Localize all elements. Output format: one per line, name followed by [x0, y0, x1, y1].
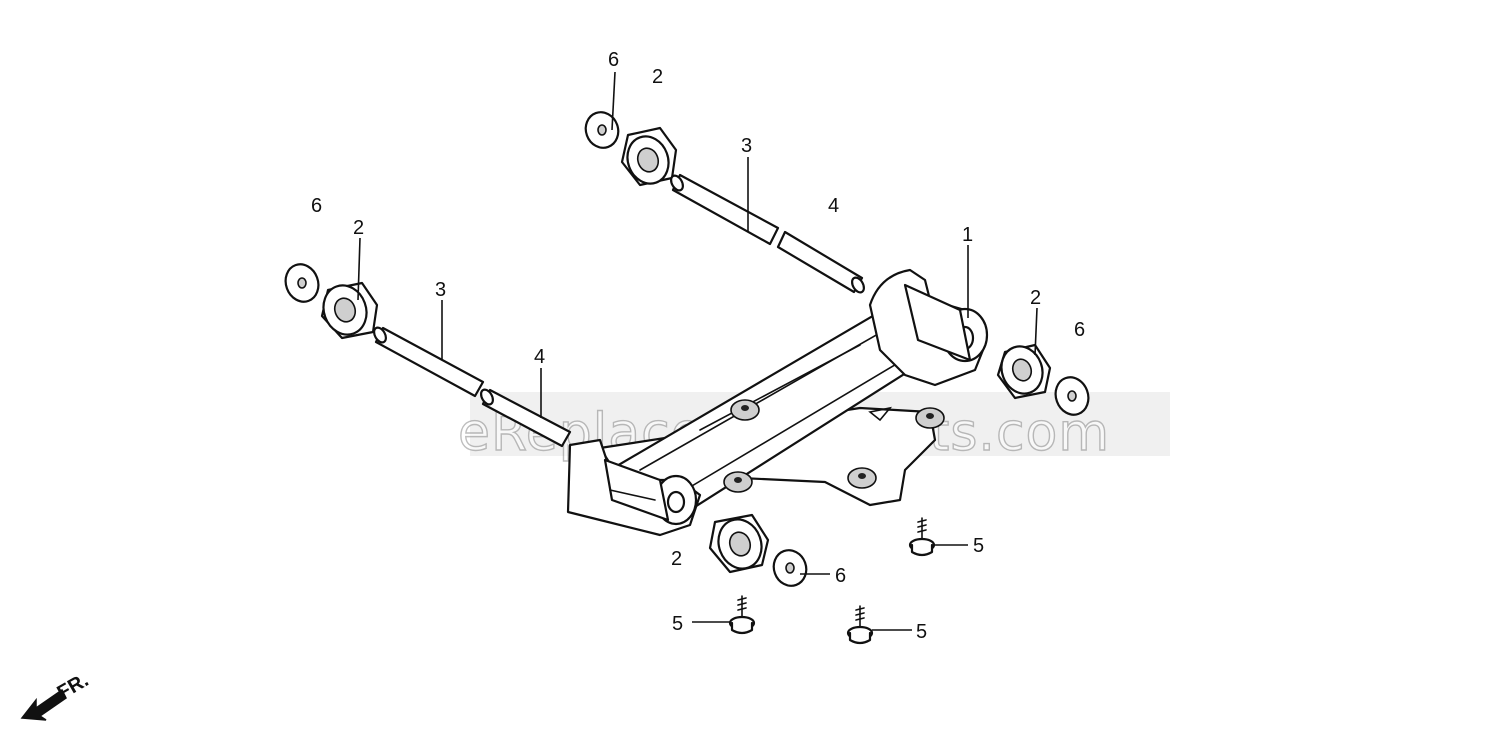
- callout-3-top: 3: [741, 135, 752, 157]
- callout-3-left: 3: [435, 279, 446, 301]
- leader-lines: [357, 71, 1038, 631]
- callout-2-top: 2: [652, 66, 663, 88]
- left-pin-4: [480, 388, 572, 448]
- callout-5-mid: 5: [916, 621, 927, 643]
- callouts: 6 2 3 4 6 2 3 4 1 2 6 2 6 5 5 5: [311, 49, 1085, 643]
- callout-4-left: 4: [534, 346, 545, 368]
- callout-5-right: 5: [973, 535, 984, 557]
- right-bushing: [996, 343, 1052, 400]
- callout-2-left: 2: [353, 217, 364, 239]
- callout-6-left: 6: [311, 195, 322, 217]
- top-washer: [584, 111, 620, 149]
- left-pin-3: [373, 326, 485, 398]
- bottom-washer: [772, 549, 808, 587]
- bolt-right: [908, 517, 936, 557]
- callout-1: 1: [962, 224, 973, 246]
- top-pin-3: [670, 173, 780, 246]
- main-frame: [566, 268, 989, 537]
- callout-6-bottom: 6: [835, 565, 846, 587]
- bottom-bushing: [708, 513, 770, 574]
- front-indicator: FR.: [20, 669, 92, 721]
- callout-2-right: 2: [1030, 287, 1041, 309]
- bolt-mid: [846, 605, 874, 645]
- top-bushing: [620, 126, 678, 187]
- front-arrow-icon: [20, 688, 67, 721]
- bolt-left: [728, 595, 756, 635]
- callout-6-top: 6: [608, 49, 619, 71]
- callout-5-left: 5: [672, 613, 683, 635]
- left-washer: [284, 263, 320, 303]
- callout-4-top: 4: [828, 195, 839, 217]
- callout-2-bottom: 2: [671, 548, 682, 570]
- callout-6-right: 6: [1074, 319, 1085, 341]
- right-washer: [1054, 376, 1090, 416]
- left-bushing: [320, 281, 379, 340]
- top-pin-4: [776, 230, 865, 294]
